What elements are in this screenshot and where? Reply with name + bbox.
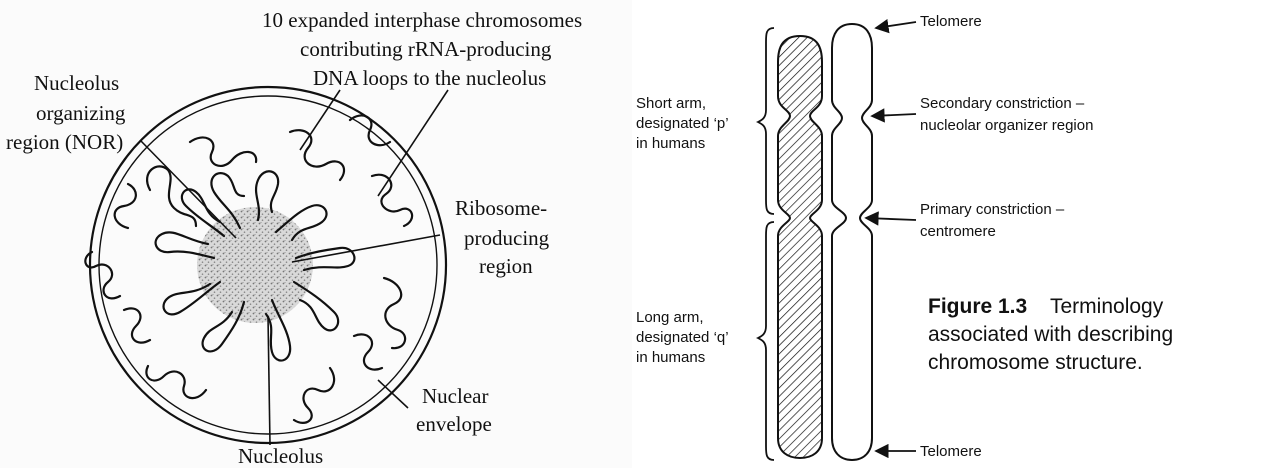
ribosome-label-line: region (479, 254, 533, 278)
figure-caption-line: Terminology (1050, 295, 1164, 318)
secondary-constriction-label: Secondary constriction – nucleolar organ… (920, 95, 1093, 134)
chromosome-loop (190, 137, 256, 165)
short-arm-line: designated ‘p’ (636, 115, 728, 132)
secondary-constriction-line: nucleolar organizer region (920, 117, 1093, 134)
long-arm-line: in humans (636, 349, 705, 366)
chromosome-loop (354, 334, 382, 369)
chromosome-loop (147, 166, 196, 226)
nucleolus-region (197, 207, 313, 323)
chromosome-diagram: Telomere Secondary constriction – nucleo… (632, 0, 1264, 468)
pointer-primary-constriction (866, 218, 916, 220)
pointer-nor (140, 140, 236, 238)
primary-constriction-line: Primary constriction – (920, 201, 1065, 218)
top-label: 10 expanded interphase chromosomes contr… (262, 8, 587, 90)
envelope-label-line: envelope (416, 412, 492, 436)
nucleolus-label: Nucleolus (238, 444, 323, 468)
chromosome-loop (372, 175, 412, 226)
pointer-secondary-constriction (872, 114, 916, 116)
chromatid-right-outline (832, 24, 872, 460)
chromosome-loop (384, 278, 405, 348)
top-label-line: DNA loops to the nucleolus (313, 66, 546, 90)
ribosome-label: Ribosome- producing region (455, 196, 554, 278)
chromosome-loop (115, 184, 136, 228)
secondary-constriction-line: Secondary constriction – (920, 95, 1085, 112)
ribosome-label-line: producing (464, 226, 550, 250)
short-arm-brace (758, 28, 774, 214)
telomere-top-label: Telomere (920, 13, 982, 30)
nor-label-line: region (NOR) (6, 130, 123, 154)
nucleus-diagram: 10 expanded interphase chromosomes contr… (0, 0, 632, 468)
pointer-telomere-top (876, 22, 916, 28)
pointer-nucleolus (268, 316, 270, 445)
nor-label: Nucleolus organizing region (NOR) (6, 71, 131, 154)
primary-constriction-label: Primary constriction – centromere (920, 201, 1068, 240)
chromatid-left-hatched (778, 36, 822, 458)
short-arm-label: Short arm, designated ‘p’ in humans (636, 95, 732, 152)
figure-caption-line: chromosome structure. (928, 351, 1143, 374)
chromosome-pointers (866, 22, 916, 451)
figure-caption: Figure 1.3 Terminology associated with d… (928, 295, 1178, 374)
top-label-line: 10 expanded interphase chromosomes (262, 8, 582, 32)
nor-label-line: Nucleolus (34, 71, 119, 95)
pointer-nuclear-envelope (378, 380, 408, 408)
chromosome-loop (146, 366, 206, 398)
nor-label-line: organizing (36, 101, 126, 125)
ribosome-label-line: Ribosome- (455, 196, 547, 220)
long-arm-line: Long arm, (636, 309, 704, 326)
chromosome-loop (124, 308, 150, 342)
figure-number: Figure 1.3 (928, 295, 1027, 318)
long-arm-brace (758, 222, 774, 460)
telomere-bottom-label: Telomere (920, 443, 982, 460)
top-label-line: contributing rRNA-producing (300, 37, 552, 61)
pointer-ribosome-region (292, 235, 440, 262)
envelope-label-line: Nuclear (422, 384, 488, 408)
primary-constriction-line: centromere (920, 223, 996, 240)
figure-caption-line: associated with describing (928, 323, 1173, 346)
envelope-label: Nuclear envelope (416, 384, 494, 436)
long-arm-line: designated ‘q’ (636, 329, 728, 346)
pointer-top-loops-a (300, 90, 340, 150)
short-arm-line: Short arm, (636, 95, 706, 112)
nucleus-diagram-panel: 10 expanded interphase chromosomes contr… (0, 0, 632, 468)
chromosome-loop (290, 130, 344, 180)
short-arm-line: in humans (636, 135, 705, 152)
long-arm-label: Long arm, designated ‘q’ in humans (636, 309, 732, 366)
chromosome-diagram-panel: Telomere Secondary constriction – nucleo… (632, 0, 1264, 468)
chromosome-loop (294, 368, 334, 423)
